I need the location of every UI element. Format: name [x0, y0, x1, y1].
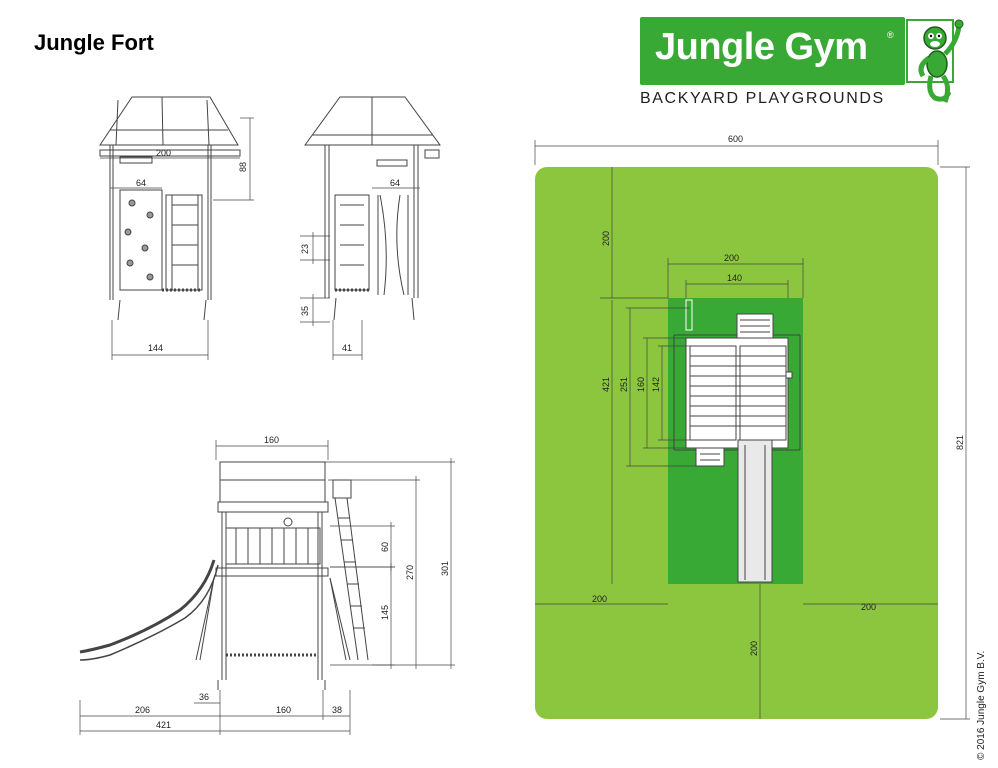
plan-dim-200-width: 200 [724, 253, 739, 263]
plan-dim-251: 251 [619, 377, 629, 392]
bottom-dim-206: 206 [135, 705, 150, 715]
copyright-notice: © 2016 Jungle Gym B.V. [976, 650, 987, 760]
plan-dim-140: 140 [727, 273, 742, 283]
front-dim-height: 88 [238, 162, 248, 172]
plan-dim-200-right: 200 [861, 602, 876, 612]
side-view-dimensions [300, 187, 420, 360]
plan-dim-200-top: 200 [601, 231, 611, 246]
bottom-dim-160-top: 160 [264, 435, 279, 445]
bottom-dim-60: 60 [380, 542, 390, 552]
side-dim-41: 41 [342, 343, 352, 353]
plan-view-structure [673, 299, 801, 583]
bottom-dim-270: 270 [405, 565, 415, 580]
bottom-dim-145: 145 [380, 605, 390, 620]
plan-dim-600: 600 [728, 134, 743, 144]
bottom-dim-421: 421 [156, 720, 171, 730]
side-dim-35: 35 [300, 306, 310, 316]
plan-view-dimensions [534, 140, 970, 720]
bottom-view-drawing [79, 461, 369, 690]
brand-name: Jungle Gym [655, 26, 868, 68]
brand-tagline: BACKYARD PLAYGROUNDS [640, 90, 885, 107]
bottom-view-dimensions [79, 440, 455, 735]
page-title: Jungle Fort [34, 30, 154, 55]
front-view-drawing [99, 96, 241, 321]
plan-dim-142: 142 [651, 377, 661, 392]
brand-logo [640, 17, 905, 85]
front-dim-width: 200 [156, 148, 171, 158]
registered-mark: ® [887, 30, 894, 40]
plan-dim-821: 821 [955, 435, 965, 450]
side-dim-23: 23 [300, 244, 310, 254]
plan-dim-200-left: 200 [592, 594, 607, 604]
side-view-drawing [304, 96, 441, 321]
bottom-dim-160: 160 [276, 705, 291, 715]
plan-dim-160: 160 [636, 377, 646, 392]
plan-dim-421: 421 [601, 377, 611, 392]
monkey-mascot-icon [906, 19, 964, 103]
front-dim-64: 64 [136, 178, 146, 188]
plan-dim-200-bottom: 200 [749, 641, 759, 656]
side-dim-64: 64 [390, 178, 400, 188]
bottom-dim-38: 38 [332, 705, 342, 715]
bottom-dim-36: 36 [199, 692, 209, 702]
front-dim-144: 144 [148, 343, 163, 353]
front-view-dimensions [100, 117, 254, 360]
bottom-dim-301: 301 [440, 561, 450, 576]
